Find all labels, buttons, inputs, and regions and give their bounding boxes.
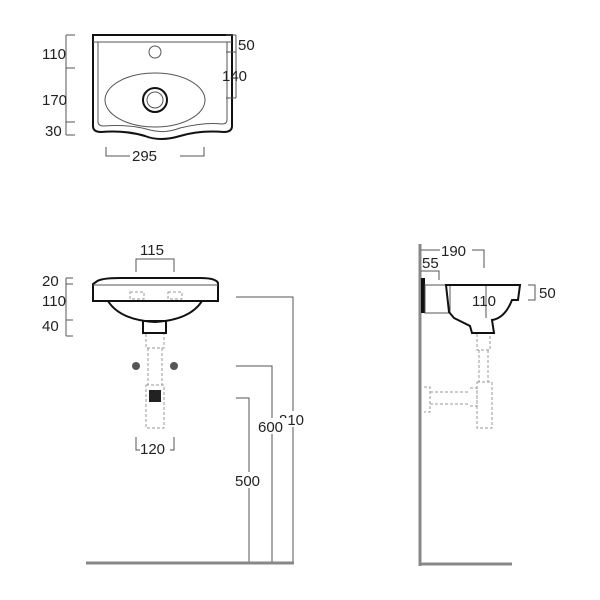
basin-profile bbox=[444, 284, 522, 334]
front-view: 115 20 110 40 120 810 600 500 bbox=[42, 242, 308, 565]
side-view: 190 55 110 50 bbox=[418, 243, 556, 566]
tap-hole bbox=[148, 45, 162, 59]
dim-30: 30 bbox=[45, 123, 62, 140]
fixing-hole-right bbox=[167, 291, 183, 300]
dim-110: 110 bbox=[42, 46, 66, 63]
dim-120: 120 bbox=[140, 441, 165, 458]
bowl bbox=[104, 72, 206, 128]
dim-20: 20 bbox=[42, 273, 59, 290]
trap-pipe-hidden bbox=[424, 334, 493, 429]
dim-40: 40 bbox=[42, 318, 59, 335]
dim-50-side: 50 bbox=[539, 285, 556, 302]
waste-pipe-hidden bbox=[145, 334, 165, 429]
dim-190: 190 bbox=[441, 243, 466, 260]
drain-inner bbox=[146, 91, 164, 109]
bowl-front bbox=[107, 300, 203, 324]
dim-55: 55 bbox=[422, 255, 439, 272]
left-dimension-lines bbox=[65, 34, 75, 136]
dim-500: 500 bbox=[235, 473, 260, 490]
width-dimension-line bbox=[105, 147, 205, 157]
label-mask bbox=[234, 472, 264, 488]
bracket-block bbox=[424, 284, 451, 314]
screw-left bbox=[132, 362, 140, 370]
basin-inner-outline bbox=[97, 42, 228, 133]
trap-fitting bbox=[149, 390, 161, 402]
dim-140: 140 bbox=[222, 68, 247, 85]
height-dimension-lines bbox=[236, 296, 294, 563]
dim-115: 115 bbox=[140, 242, 164, 259]
dim-110-side: 110 bbox=[472, 293, 496, 310]
drain-front bbox=[142, 320, 167, 334]
dim-170: 170 bbox=[42, 92, 67, 109]
dim-295: 295 bbox=[132, 148, 157, 165]
depth-dimension-line bbox=[421, 249, 485, 268]
dim-50: 50 bbox=[238, 37, 255, 54]
right-dimension-lines bbox=[226, 34, 237, 99]
dim-600: 600 bbox=[258, 419, 283, 436]
screw-right bbox=[170, 362, 178, 370]
wall-bracket bbox=[421, 278, 425, 313]
drain bbox=[142, 87, 168, 113]
top-dimension-bracket bbox=[135, 258, 175, 272]
label-mask bbox=[257, 418, 287, 434]
front-left-dimension-lines bbox=[65, 277, 73, 337]
bracket-dimension-line bbox=[421, 270, 440, 280]
basin-outline bbox=[92, 34, 233, 140]
top-view: 110 170 30 50 140 295 bbox=[42, 34, 255, 165]
dim-110-front: 110 bbox=[42, 293, 66, 310]
fixing-hole-left bbox=[129, 291, 145, 300]
bottom-dimension-bracket bbox=[135, 437, 175, 451]
basin-front bbox=[92, 277, 219, 302]
rim-dimension-bracket bbox=[528, 284, 536, 301]
